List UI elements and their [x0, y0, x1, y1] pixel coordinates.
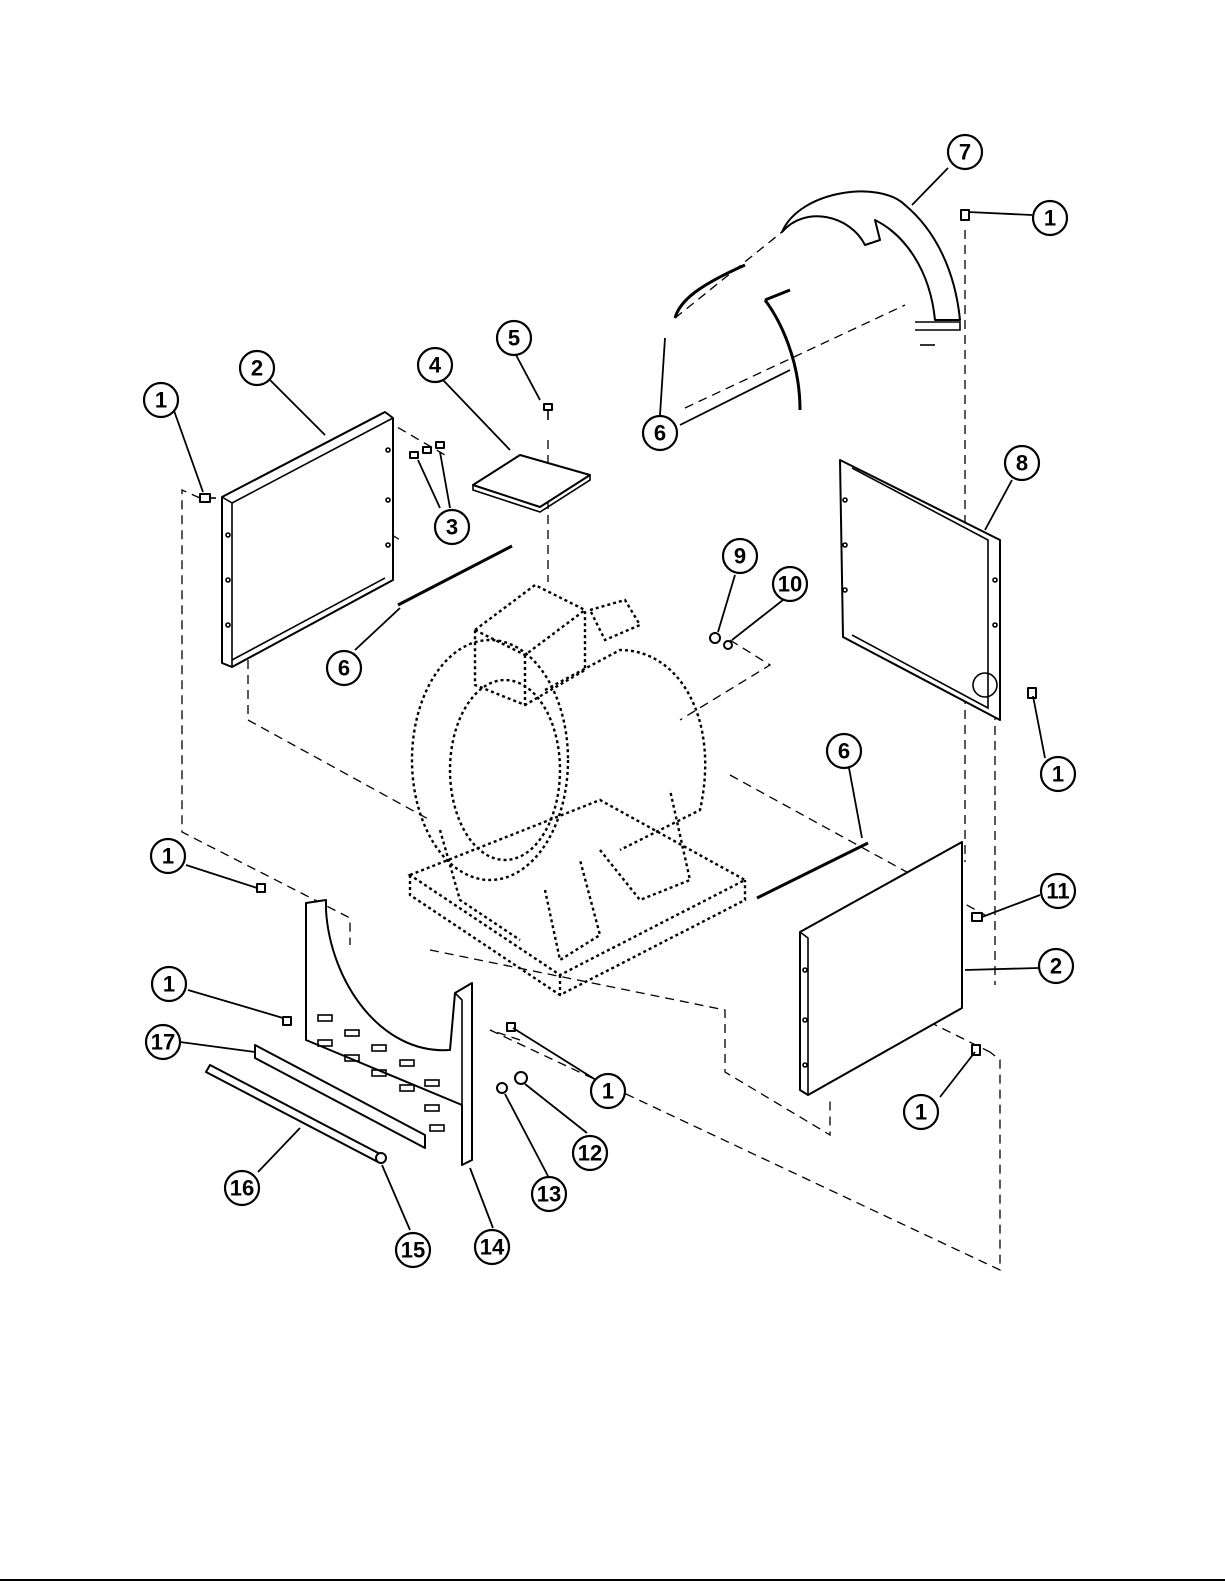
svg-text:2: 2: [1050, 954, 1062, 979]
screw-icon: [507, 1023, 515, 1031]
svg-text:1: 1: [1044, 206, 1056, 231]
left-side-panel: [222, 412, 393, 667]
washer-frame: [410, 585, 745, 995]
screw-icon: [972, 913, 982, 921]
svg-text:10: 10: [778, 572, 802, 597]
svg-text:1: 1: [602, 1079, 614, 1104]
callout-13: 13: [532, 1177, 566, 1211]
callout-2: 2: [240, 351, 274, 385]
svg-text:15: 15: [401, 1238, 425, 1263]
svg-text:1: 1: [155, 388, 167, 413]
seal-strip: [757, 843, 868, 898]
svg-text:9: 9: [734, 544, 746, 569]
right-side-panel: [840, 460, 1000, 720]
svg-text:6: 6: [338, 656, 350, 681]
page-bottom-rule: [0, 1579, 1225, 1581]
screw-icon: [200, 494, 216, 502]
svg-text:14: 14: [480, 1235, 505, 1260]
callout-16: 16: [225, 1171, 259, 1205]
seal-strip: [398, 546, 512, 605]
screw-icon: [1028, 688, 1036, 698]
callout-17: 17: [146, 1025, 180, 1059]
callout-2: 2: [1039, 949, 1073, 983]
svg-text:1: 1: [162, 844, 174, 869]
callout-7: 7: [948, 135, 982, 169]
svg-text:6: 6: [654, 421, 666, 446]
svg-text:11: 11: [1046, 879, 1069, 904]
callout-11: 11: [1041, 874, 1075, 908]
washer-icon: [497, 1083, 507, 1093]
nut-icon: [515, 1072, 527, 1084]
svg-text:1: 1: [915, 1100, 927, 1125]
callout-6: 6: [643, 416, 677, 450]
screw-icon: [257, 884, 265, 892]
callout-4: 4: [418, 348, 452, 382]
callout-1: 1: [152, 967, 186, 1001]
callout-1: 1: [904, 1095, 938, 1129]
screw-icon: [544, 404, 552, 420]
svg-text:7: 7: [959, 140, 971, 165]
callout-1: 1: [151, 839, 185, 873]
svg-text:5: 5: [508, 326, 520, 351]
callout-1: 1: [591, 1074, 625, 1108]
svg-text:3: 3: [446, 515, 458, 540]
cover-plate: [473, 455, 590, 512]
callout-9: 9: [723, 539, 757, 573]
svg-text:6: 6: [838, 739, 850, 764]
washer-icon: [724, 641, 732, 649]
seal-strip: [765, 290, 800, 410]
callout-1: 1: [1041, 757, 1075, 791]
svg-text:2: 2: [251, 356, 263, 381]
top-shroud: [782, 191, 960, 345]
callout-8: 8: [1005, 446, 1039, 480]
screw-icon: [961, 210, 969, 220]
svg-text:13: 13: [537, 1182, 561, 1207]
right-lower-panel: [800, 842, 962, 1095]
svg-text:17: 17: [151, 1030, 175, 1055]
svg-text:1: 1: [163, 972, 175, 997]
nut-icon: [710, 633, 720, 643]
svg-text:1: 1: [1052, 762, 1064, 787]
callout-1: 1: [1033, 201, 1067, 235]
callout-12: 12: [573, 1136, 607, 1170]
seal-strip: [675, 265, 745, 318]
screw-icon: [376, 1153, 386, 1163]
callout-15: 15: [396, 1233, 430, 1267]
callout-6: 6: [327, 651, 361, 685]
svg-text:8: 8: [1016, 451, 1028, 476]
svg-text:4: 4: [429, 353, 442, 378]
callout-10: 10: [773, 567, 807, 601]
svg-text:16: 16: [230, 1176, 254, 1201]
callout-6: 6: [827, 734, 861, 768]
callout-1: 1: [144, 383, 178, 417]
svg-text:12: 12: [578, 1141, 602, 1166]
callout-3: 3: [435, 510, 469, 544]
screw-icon: [283, 1017, 291, 1025]
callout-5: 5: [497, 321, 531, 355]
callout-14: 14: [475, 1230, 509, 1264]
